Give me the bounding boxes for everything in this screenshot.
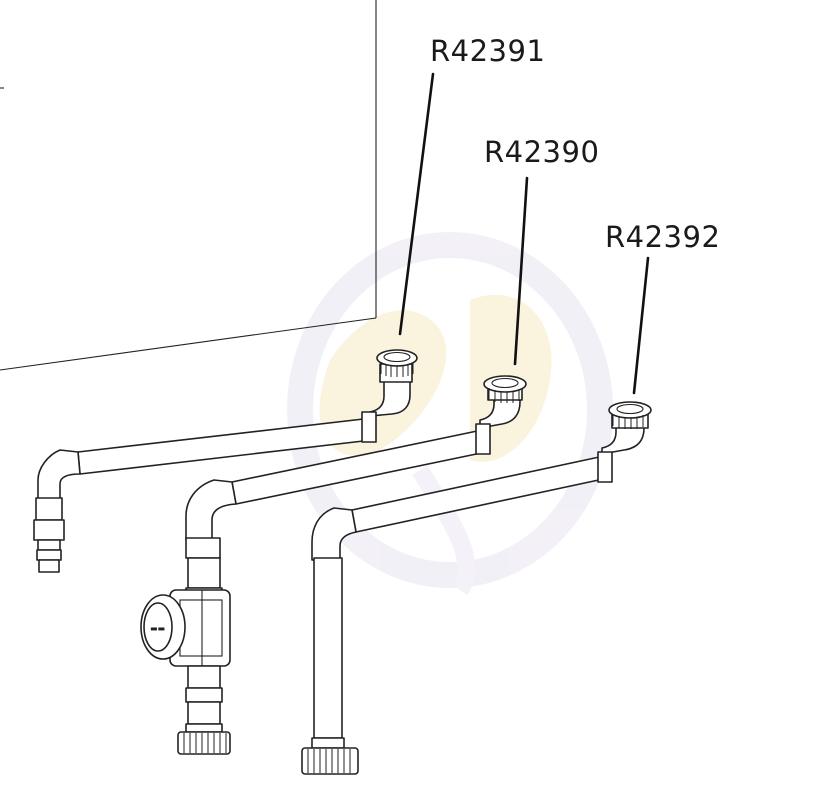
leader-r42391: [398, 72, 435, 336]
pipe-r42390: ▬▬: [140, 375, 527, 755]
valve-brand-mark: ▬▬: [150, 624, 165, 633]
part-label-r42392: R42392: [605, 220, 721, 254]
pipe-r42392: [301, 401, 652, 775]
part-label-r42391: R42391: [430, 34, 546, 68]
leader-r42390: [513, 176, 529, 366]
pipe-r42391: [33, 349, 418, 573]
watermark-logo: [287, 232, 613, 595]
leader-r42392: [632, 256, 650, 395]
leader-lines: [398, 72, 650, 395]
part-label-r42390: R42390: [484, 135, 600, 169]
cabinet-wall: [0, 0, 377, 371]
